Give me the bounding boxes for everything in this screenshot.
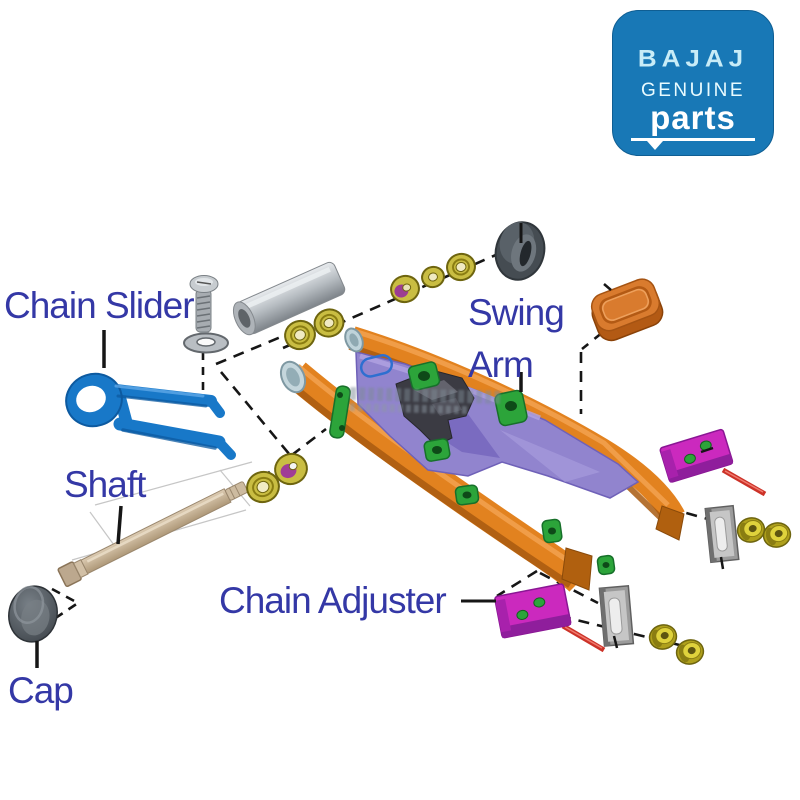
shaft-part bbox=[57, 481, 248, 588]
chain-adjuster-label: Chain Adjuster bbox=[219, 580, 447, 621]
adjuster-plate-right bbox=[704, 504, 740, 564]
shaft-pointer bbox=[116, 505, 123, 545]
swing-arm-label: Swing Arm bbox=[468, 287, 565, 391]
swing-arm-label-line2: Arm bbox=[468, 344, 534, 385]
parts-text: parts bbox=[650, 99, 736, 136]
chain-adjuster-lower bbox=[494, 583, 705, 665]
chain-slider-part bbox=[65, 372, 236, 460]
plain-washer bbox=[183, 332, 229, 354]
bush-washer-small bbox=[421, 265, 445, 289]
cap-label: Cap bbox=[8, 670, 74, 711]
green-fittings bbox=[329, 361, 616, 576]
rubber-pad bbox=[590, 278, 664, 342]
slider-dash-upper bbox=[215, 332, 289, 366]
flange-nuts-lower bbox=[648, 624, 705, 665]
pivot-screw bbox=[189, 275, 219, 340]
bush-washer-pair bbox=[284, 308, 345, 351]
bajaj-wordmark: BAJAJ bbox=[637, 44, 749, 72]
shaft-tip-dash bbox=[245, 427, 327, 492]
logo-underline bbox=[631, 138, 755, 150]
pivot-grommet bbox=[494, 221, 546, 281]
pointer-lines bbox=[35, 330, 523, 668]
cap-dash-chevron bbox=[51, 587, 81, 621]
lower-adjuster-dash-right bbox=[539, 571, 599, 605]
shaft-tip-washers bbox=[246, 452, 308, 504]
lower-adjuster-dash-left bbox=[496, 569, 538, 598]
blue-outline-ring bbox=[359, 354, 394, 378]
shaft-label: Shaft bbox=[64, 464, 146, 505]
spacer-tube bbox=[232, 261, 346, 336]
genuine-text: GENUINE bbox=[640, 80, 746, 101]
axis-small-washers bbox=[390, 252, 476, 304]
cap-part bbox=[8, 585, 58, 643]
watermark bbox=[349, 387, 501, 419]
chain-adjuster-right bbox=[659, 428, 792, 570]
slider-dash-lower bbox=[220, 371, 291, 456]
adjuster-plate-lower bbox=[598, 584, 635, 647]
lower-adjuster-dash-axis bbox=[559, 614, 701, 652]
chain-slider-label: Chain Slider bbox=[4, 285, 195, 326]
flange-nuts-right bbox=[736, 517, 792, 548]
pivot-tube-caps bbox=[279, 327, 364, 394]
swing-arm-label-line1: Swing bbox=[468, 292, 565, 333]
bush-washer-medium bbox=[446, 252, 476, 282]
bush-washer-purple bbox=[390, 274, 420, 304]
bajaj-genuine-parts-logo: BAJAJ GENUINE parts bbox=[612, 10, 774, 156]
